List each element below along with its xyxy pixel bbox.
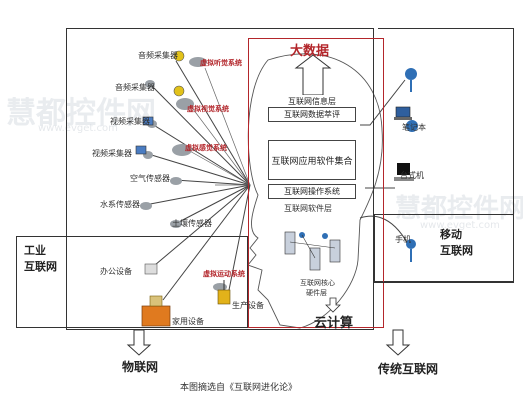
brain-data-eval: 互联网数据萃评	[268, 107, 356, 122]
sensor-air: 空气传感器	[130, 174, 170, 183]
sensor-home: 家用设备	[172, 317, 204, 326]
virtual-sensory-system: 虚拟感觉系统	[185, 144, 227, 152]
brain-software-layer-label: 互联网软件层	[284, 204, 332, 213]
sensor-production: 生产设备	[232, 301, 264, 310]
industrial-internet-label-1: 工业	[24, 244, 46, 257]
iot-label: 物联网	[122, 360, 159, 374]
brain-os-label: 互联网操作系统	[284, 187, 340, 196]
traditional-internet-label: 传统互联网	[378, 362, 439, 376]
sensor-video-1: 视频采集器	[110, 117, 150, 126]
traditional-internet-bottom-line	[374, 282, 514, 283]
watermark-right-url: www.evget.com	[420, 220, 500, 231]
brain-core-hw-label-2: 硬件层	[306, 289, 327, 297]
virtual-hearing-system: 虚拟听觉系统	[200, 59, 242, 67]
mobile-internet-label-2: 互联网	[440, 244, 473, 257]
sensor-soil: 土壤传感器	[172, 219, 212, 228]
terminal-phone: 手机	[395, 235, 411, 244]
watermark-left-url: www.evget.com	[38, 123, 118, 134]
brain-software-set-label: 互联网应用软件集合	[271, 156, 353, 167]
virtual-vision-system: 虚拟视觉系统	[187, 105, 229, 113]
watermark-right: 慧都控件网	[395, 194, 523, 224]
cloud-title: 云计算	[314, 316, 354, 331]
mobile-internet-label-1: 移动	[440, 228, 462, 241]
terminal-desktop: 台式机	[400, 171, 424, 180]
iot-frame	[66, 28, 374, 330]
brain-memory-layer-label: 互联网信息层	[288, 96, 336, 106]
sensor-video-2: 视频采集器	[92, 149, 132, 158]
big-data-title: 大数据	[290, 44, 330, 59]
watermark-left: 慧都控件网	[6, 96, 156, 131]
brain-core-hw-label-1: 互联网核心	[300, 279, 335, 287]
traditional-internet-frame	[378, 28, 514, 278]
brain-data-eval-label: 互联网数据萃评	[284, 110, 340, 119]
brain-software-set: 互联网应用软件集合	[268, 140, 356, 180]
sensor-audio-1: 音频采集器	[138, 51, 178, 60]
sensor-water: 水系传感器	[100, 200, 140, 209]
source-caption: 本图摘选自《互联网进化论》	[180, 383, 298, 393]
industrial-internet-frame	[16, 236, 248, 328]
brain-os: 互联网操作系统	[268, 184, 356, 199]
terminal-laptop: 笔记本	[402, 123, 426, 132]
cloud-frame	[248, 38, 384, 328]
virtual-motion-system: 虚拟运动系统	[203, 270, 245, 278]
industrial-internet-label-2: 互联网	[24, 260, 57, 273]
sensor-office: 办公设备	[100, 267, 132, 276]
sensor-audio-2: 音频采集器	[115, 83, 155, 92]
brain-memory-layer: 互联网信息层	[268, 95, 356, 107]
